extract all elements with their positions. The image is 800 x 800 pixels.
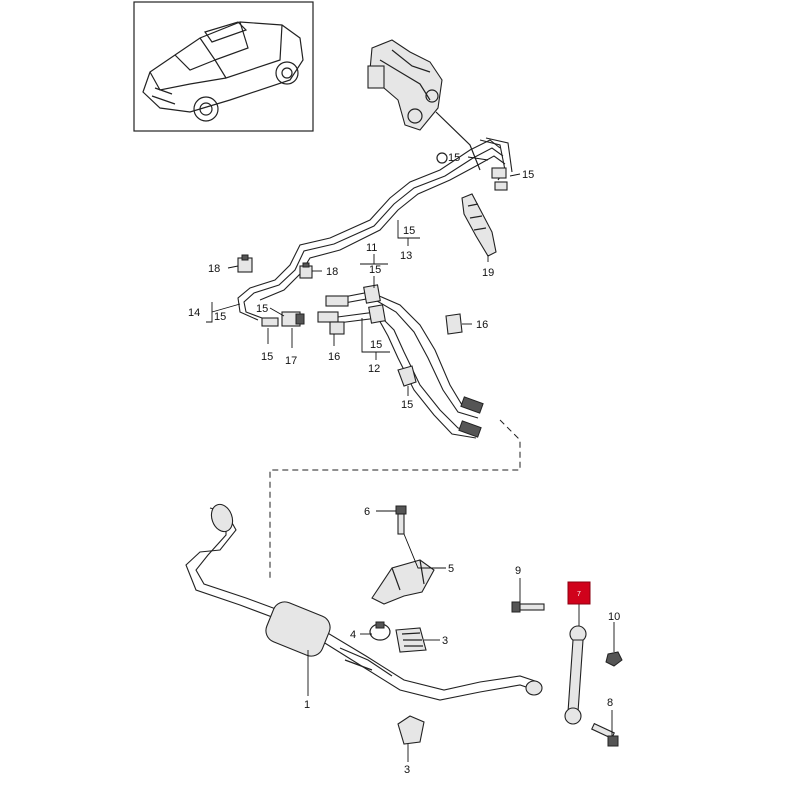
bolt-8 xyxy=(591,722,619,747)
label-7[interactable]: 7 xyxy=(577,591,581,598)
label-5[interactable]: 5 xyxy=(448,563,454,575)
label-14[interactable]: 14 xyxy=(188,307,200,319)
label-16a[interactable]: 16 xyxy=(328,351,340,363)
nut-10 xyxy=(605,651,623,667)
label-15-group13[interactable]: 15 xyxy=(403,225,415,237)
bushing-3a xyxy=(395,627,427,653)
connector-line xyxy=(269,419,521,580)
label-6[interactable]: 6 xyxy=(364,506,370,518)
label-13[interactable]: 13 xyxy=(400,250,412,262)
coupling-rod-7 xyxy=(564,625,587,725)
fitting-17 xyxy=(261,311,305,327)
hydraulic-block xyxy=(367,39,481,171)
label-3-lower[interactable]: 3 xyxy=(404,764,410,776)
label-12[interactable]: 12 xyxy=(368,363,380,375)
high-pressure-hoses xyxy=(317,284,484,439)
stabilizer-bar xyxy=(185,503,543,701)
label-15-group11[interactable]: 15 xyxy=(369,264,381,276)
label-4[interactable]: 4 xyxy=(350,629,356,641)
label-19[interactable]: 19 xyxy=(482,267,494,279)
label-15-near17[interactable]: 15 xyxy=(256,303,268,315)
label-18a[interactable]: 18 xyxy=(208,263,220,275)
label-9[interactable]: 9 xyxy=(515,565,521,577)
label-16b[interactable]: 16 xyxy=(476,319,488,331)
label-17[interactable]: 17 xyxy=(285,355,297,367)
clip-15-lower xyxy=(397,365,417,387)
label-15-left-lower[interactable]: 15 xyxy=(261,351,273,363)
label-15-top-2[interactable]: 15 xyxy=(522,169,534,181)
clamp-4 xyxy=(369,621,391,641)
vehicle-thumbnail xyxy=(133,1,314,132)
label-15-group14[interactable]: 15 xyxy=(214,311,226,323)
label-15-group12[interactable]: 15 xyxy=(370,339,382,351)
clip-16a xyxy=(329,321,345,335)
bracket-5 xyxy=(371,559,435,605)
clip-18a xyxy=(237,254,253,273)
bracket-19 xyxy=(461,193,497,257)
bolt-6 xyxy=(395,505,407,535)
part-labels: 15 15 15 13 19 18 18 11 15 14 15 15 15 1… xyxy=(188,152,620,776)
clip-16b xyxy=(445,313,463,335)
highlight-part-7[interactable]: 7 xyxy=(567,581,591,605)
label-15-top-1[interactable]: 15 xyxy=(448,152,460,164)
label-10[interactable]: 10 xyxy=(608,611,620,623)
hydraulic-lines xyxy=(237,137,513,321)
bushing-3b xyxy=(397,715,425,745)
highlight-box[interactable] xyxy=(567,581,591,605)
label-3-upper[interactable]: 3 xyxy=(442,635,448,647)
bolt-9 xyxy=(511,601,545,613)
clip-18b xyxy=(299,262,313,279)
label-18b[interactable]: 18 xyxy=(326,266,338,278)
label-8[interactable]: 8 xyxy=(607,697,613,709)
label-15-clip[interactable]: 15 xyxy=(401,399,413,411)
leader-lines xyxy=(206,156,615,762)
label-1[interactable]: 1 xyxy=(304,699,310,711)
label-11[interactable]: 11 xyxy=(366,242,377,254)
